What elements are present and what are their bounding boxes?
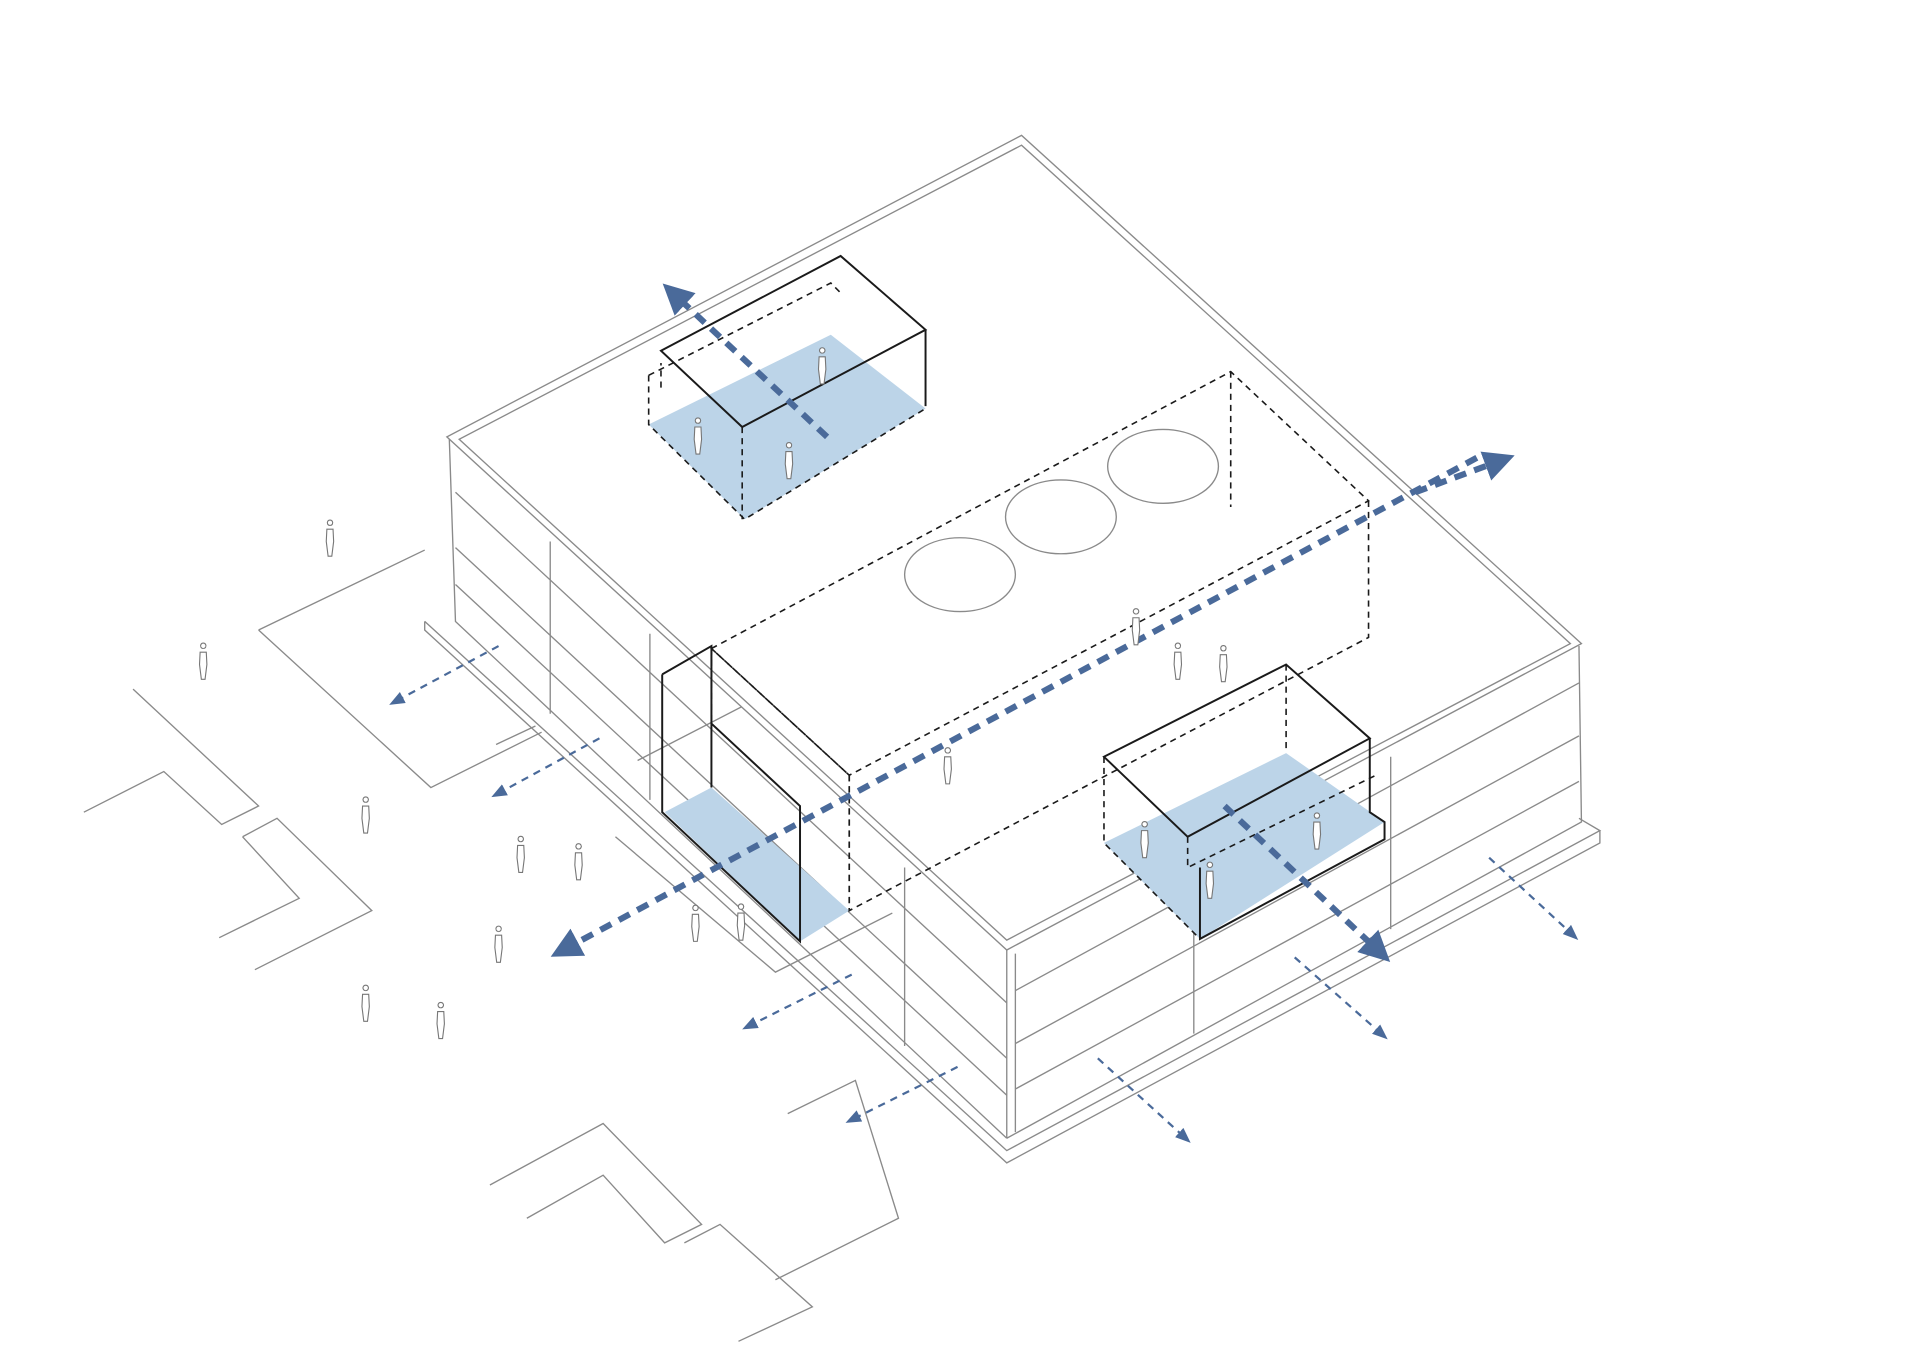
main-flow-arrow bbox=[550, 455, 1479, 957]
person-figure-icon bbox=[1173, 642, 1183, 680]
south-box-arrow bbox=[1222, 803, 1391, 962]
person-figure-icon bbox=[436, 1001, 445, 1040]
person-figure-icon bbox=[516, 835, 525, 874]
entry-arrow bbox=[389, 645, 500, 705]
person-figure-icon bbox=[361, 796, 370, 834]
person-figure-icon bbox=[817, 347, 827, 385]
entry-arrow bbox=[742, 973, 853, 1030]
main-flow-arrow-east bbox=[1414, 451, 1515, 496]
person-figure-icon bbox=[691, 904, 700, 942]
roof-skylights bbox=[903, 428, 1220, 613]
person-figure-icon bbox=[325, 519, 335, 557]
skylight-1 bbox=[903, 537, 1017, 613]
person-figure-icon bbox=[943, 747, 952, 785]
entry-arrow bbox=[491, 737, 600, 798]
building-facades bbox=[448, 439, 1583, 1139]
person-figure-icon bbox=[1131, 608, 1141, 646]
skylight-2 bbox=[1004, 479, 1117, 555]
building-plinth bbox=[424, 620, 1602, 1164]
person-figure-icon bbox=[1219, 645, 1228, 683]
exit-arrow bbox=[1097, 1057, 1191, 1143]
roof-box-north bbox=[647, 254, 928, 521]
person-figure-icon bbox=[1312, 812, 1322, 850]
entry-arrow bbox=[845, 1065, 959, 1123]
person-figure-icon bbox=[693, 417, 703, 455]
person-figure-icon bbox=[784, 442, 794, 480]
central-atrium-volume bbox=[710, 370, 1370, 912]
skylight-3 bbox=[1106, 428, 1220, 504]
flow-arrows bbox=[389, 283, 1579, 1143]
person-figure-icon bbox=[494, 925, 503, 963]
person-figure-icon bbox=[736, 903, 746, 941]
exit-arrow bbox=[1488, 856, 1579, 940]
building-roof bbox=[445, 134, 1583, 951]
exit-arrow bbox=[1293, 956, 1388, 1040]
people-figures bbox=[198, 347, 1322, 1040]
roof-box-south bbox=[1102, 663, 1386, 941]
site-ground-lines bbox=[83, 549, 900, 1342]
person-figure-icon bbox=[1205, 861, 1215, 899]
person-figure-icon bbox=[574, 843, 583, 881]
person-figure-icon bbox=[361, 984, 370, 1022]
person-figure-icon bbox=[1140, 821, 1149, 859]
person-figure-icon bbox=[198, 642, 208, 680]
